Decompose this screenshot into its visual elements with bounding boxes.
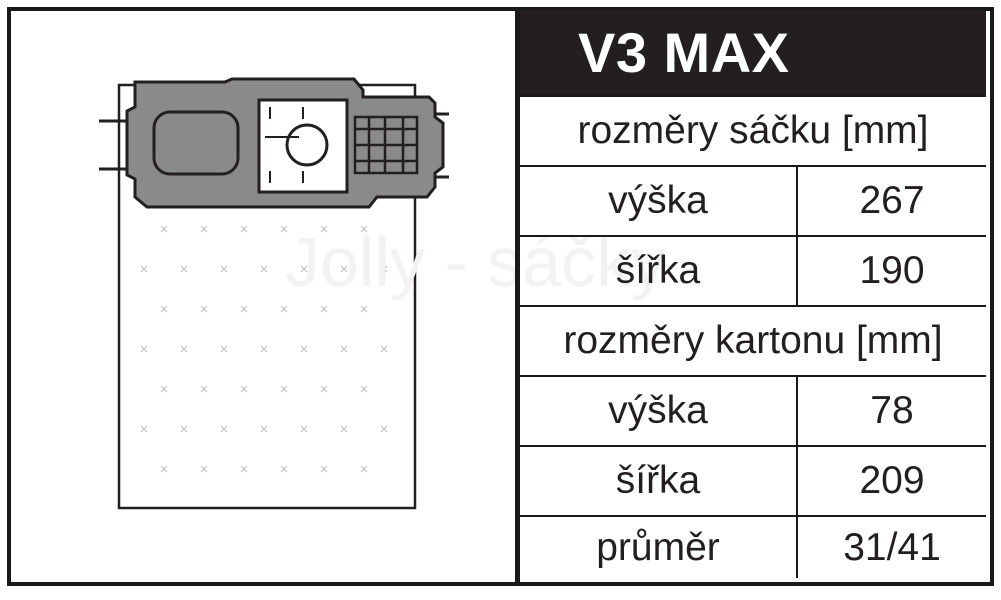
perforation-mark	[240, 305, 248, 313]
collar-round-opening	[285, 123, 329, 167]
perforation-mark	[280, 385, 288, 393]
perforation-mark	[280, 305, 288, 313]
perforation-mark	[340, 345, 348, 353]
section-heading-row: rozměry kartonu [mm]	[520, 305, 986, 375]
perforation-mark	[380, 425, 388, 433]
perforation-mark	[240, 465, 248, 473]
perforation-mark	[200, 385, 208, 393]
row-label: šířka	[520, 447, 798, 515]
perforation-mark	[240, 385, 248, 393]
perforation-mark	[300, 345, 308, 353]
perforation-mark	[180, 345, 188, 353]
perforation-mark	[160, 225, 168, 233]
perforation-mark	[160, 305, 168, 313]
perforation-mark	[320, 385, 328, 393]
row-value: 190	[859, 249, 925, 292]
perforation-mark	[360, 385, 368, 393]
perforation-mark	[200, 305, 208, 313]
row-value: 78	[870, 389, 914, 432]
perforation-mark	[160, 385, 168, 393]
row-value: 267	[859, 179, 925, 222]
perforation-mark	[180, 265, 188, 273]
section-heading-row: rozměry sáčku [mm]	[520, 95, 986, 165]
perforation-mark	[220, 425, 228, 433]
perforation-mark	[280, 465, 288, 473]
dimensions-table: V3 MAX rozměry sáčku [mm] výška 267 šířk…	[520, 11, 986, 578]
product-card-frame	[7, 7, 994, 586]
carton-dimensions-heading: rozměry kartonu [mm]	[563, 319, 943, 362]
perforation-mark	[260, 425, 268, 433]
perforation-mark	[380, 345, 388, 353]
collar-grip-slot	[152, 110, 240, 176]
perforation-mark	[360, 305, 368, 313]
collar-ribbed-tab	[353, 115, 419, 175]
product-title: V3 MAX	[520, 11, 986, 95]
row-value: 31/41	[843, 525, 941, 569]
perforation-mark	[260, 265, 268, 273]
perforation-mark	[180, 425, 188, 433]
perforation-mark	[140, 265, 148, 273]
perforation-mark	[140, 425, 148, 433]
column-divider	[515, 7, 520, 582]
row-label: šířka	[520, 237, 798, 305]
perforation-mark	[140, 345, 148, 353]
perforation-mark	[220, 265, 228, 273]
perforation-mark	[260, 345, 268, 353]
table-row: šířka 209	[520, 445, 986, 515]
row-label: výška	[520, 377, 798, 445]
perforation-mark	[380, 265, 388, 273]
vacuum-bag-drawing	[99, 77, 449, 510]
perforation-mark	[340, 265, 348, 273]
row-label: výška	[520, 167, 798, 235]
perforation-mark	[280, 225, 288, 233]
perforation-mark	[220, 345, 228, 353]
perforation-mark	[300, 425, 308, 433]
row-value: 209	[859, 459, 925, 502]
perforation-mark	[320, 465, 328, 473]
row-label: průměr	[520, 517, 798, 578]
table-row: výška 78	[520, 375, 986, 445]
bag-dot-pattern	[140, 225, 388, 473]
perforation-mark	[160, 465, 168, 473]
bag-dimensions-heading: rozměry sáčku [mm]	[577, 109, 929, 152]
perforation-mark	[320, 225, 328, 233]
perforation-mark	[320, 305, 328, 313]
perforation-mark	[300, 265, 308, 273]
table-row: výška 267	[520, 165, 986, 235]
perforation-mark	[200, 465, 208, 473]
perforation-mark	[340, 425, 348, 433]
perforation-mark	[360, 465, 368, 473]
perforation-mark	[360, 225, 368, 233]
table-row: šířka 190	[520, 235, 986, 305]
perforation-mark	[240, 225, 248, 233]
bag-illustration-panel	[7, 7, 515, 578]
table-row: průměr 31/41	[520, 515, 986, 578]
perforation-mark	[200, 225, 208, 233]
